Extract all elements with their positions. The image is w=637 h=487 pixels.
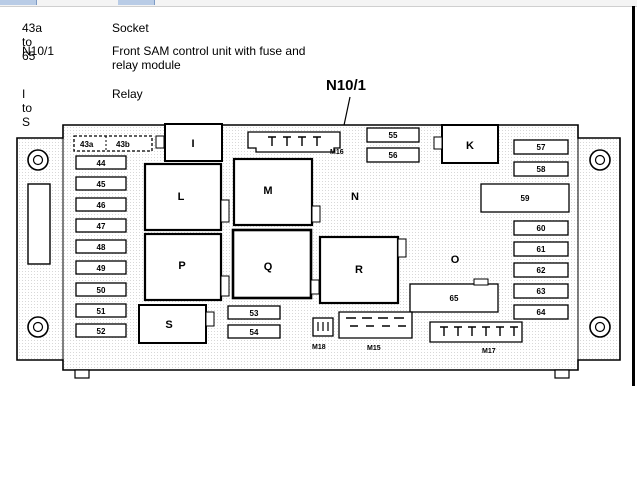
relay-K: K: [433, 124, 499, 164]
diagram-title: N10/1: [326, 77, 366, 94]
relay-label: K: [466, 140, 474, 152]
fuse-59: 59: [480, 183, 570, 213]
connector-M18: M18: [312, 317, 334, 351]
relay-M: M: [232, 157, 321, 227]
fuse-label: 56: [389, 151, 398, 160]
fuse-label: 52: [97, 327, 106, 336]
fuse-49: 49: [75, 260, 127, 275]
toolbar-tab-left[interactable]: [0, 0, 37, 5]
connector-M17: M17: [429, 321, 523, 355]
fuse-label: 48: [97, 243, 106, 252]
legend-desc: Socket: [112, 21, 149, 35]
fuse-label: 65: [450, 294, 459, 303]
fuse-61: 61: [513, 241, 569, 257]
connector-label: M17: [482, 348, 496, 355]
legend-key: N10/1: [22, 44, 55, 58]
fuse-63: 63: [513, 283, 569, 299]
fuse-45: 45: [75, 176, 127, 191]
fuse-label: 49: [97, 264, 106, 273]
fuse-label: 51: [97, 307, 106, 316]
fuse-label: 53: [250, 309, 259, 318]
fuse-label: 55: [389, 131, 398, 140]
connector-M16: M16: [247, 131, 344, 156]
mounting-foot-left: [74, 369, 90, 379]
fuse-label: 46: [97, 201, 106, 210]
legend-key: I to S: [22, 87, 33, 129]
legend-key: 43a to 65: [22, 21, 43, 63]
fuse-46: 46: [75, 197, 127, 212]
window-top-strip: [0, 0, 637, 7]
fuse-55: 55: [366, 127, 420, 143]
relay-label: I: [191, 138, 194, 150]
mounting-hole-top-left: [27, 149, 49, 171]
mounting-hole-top-right: [589, 149, 611, 171]
fuse-51: 51: [75, 303, 127, 318]
fuse-52: 52: [75, 323, 127, 338]
relay-I: I: [155, 123, 223, 162]
fuse-label: 54: [250, 328, 259, 337]
fuse-62: 62: [513, 262, 569, 278]
fuse-label: 59: [521, 194, 530, 203]
fuse-label: 45: [97, 180, 106, 189]
fuse-65: 65: [409, 278, 499, 313]
fuse-57: 57: [513, 139, 569, 155]
fuse-label: 44: [97, 159, 106, 168]
fuse-label: 60: [537, 224, 546, 233]
fuse-64: 64: [513, 304, 569, 320]
fuse-label: 58: [537, 165, 546, 174]
relay-label: S: [165, 319, 172, 331]
fuse-53: 53: [227, 305, 281, 320]
relay-Q: Q: [231, 228, 320, 300]
fuse-label: 47: [97, 222, 106, 231]
relay-L: L: [143, 162, 230, 232]
fuse-58: 58: [513, 161, 569, 177]
fuse-47: 47: [75, 218, 127, 233]
fuse-label: 61: [537, 245, 546, 254]
fuse-socket-43a-43b: [73, 135, 153, 152]
fuse-60: 60: [513, 220, 569, 236]
toolbar-tab-middle[interactable]: [118, 0, 155, 5]
mounting-hole-bottom-left: [27, 316, 49, 338]
region-label-O: O: [451, 254, 460, 266]
fuse-56: 56: [366, 147, 420, 163]
right-edge-rule: [632, 6, 635, 386]
relay-label: Q: [264, 261, 273, 273]
connector-M15: M15: [338, 311, 413, 352]
fuse-label: 50: [97, 286, 106, 295]
legend-desc: Relay: [112, 87, 143, 101]
fuse-label: 57: [537, 143, 546, 152]
fuse-54: 54: [227, 324, 281, 339]
relay-label: L: [178, 191, 185, 203]
fuse-44: 44: [75, 155, 127, 170]
region-label-N: N: [351, 191, 359, 203]
mounting-foot-right: [554, 369, 570, 379]
connector-label: M15: [367, 345, 381, 352]
fuse-label: 63: [537, 287, 546, 296]
relay-R: R: [318, 235, 407, 305]
fuse-label: 62: [537, 266, 546, 275]
relay-label: M: [263, 185, 272, 197]
fuse-label-43b: 43b: [116, 140, 130, 149]
relay-P: P: [143, 232, 230, 302]
connector-label: M18: [312, 344, 326, 351]
side-slot: [27, 183, 51, 265]
connector-label: M16: [330, 149, 344, 156]
fuse-50: 50: [75, 282, 127, 297]
fuse-label-43a: 43a: [80, 140, 94, 149]
relay-S: S: [138, 304, 215, 344]
fuse-48: 48: [75, 239, 127, 254]
legend-desc: Front SAM control unit with fuse and rel…: [112, 44, 306, 72]
mounting-hole-bottom-right: [589, 316, 611, 338]
fuse-label: 64: [537, 308, 546, 317]
relay-label: P: [178, 260, 185, 272]
relay-label: R: [355, 264, 363, 276]
